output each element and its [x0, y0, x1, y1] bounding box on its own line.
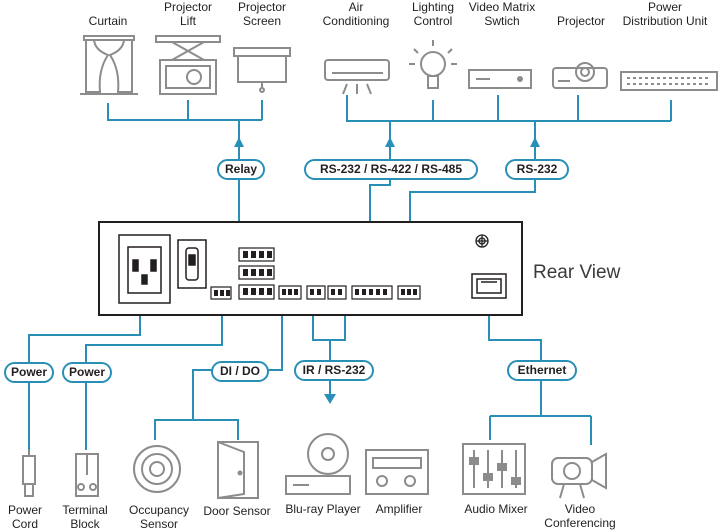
- terminal-block-icon: [75, 453, 99, 497]
- light-bulb-icon: [409, 40, 457, 89]
- label-projector-lift: Projector Lift: [163, 0, 213, 28]
- serial-multi-arrow-up-icon: [385, 137, 395, 147]
- arrow-heads: [234, 137, 540, 404]
- relay-arrow-up-icon: [234, 137, 244, 147]
- amplifier-icon: [365, 449, 429, 495]
- label-bluray-player: Blu-ray Player: [285, 502, 361, 516]
- projector-screen-icon: [233, 47, 291, 93]
- label-audio-mixer: Audio Mixer: [464, 502, 528, 516]
- video-matrix-icon: [468, 69, 532, 89]
- projector-lift-icon: [155, 35, 221, 95]
- power-cord-icon: [22, 450, 36, 497]
- port-rs232: RS-232: [505, 159, 569, 180]
- port-ir-rs232: IR / RS-232: [294, 360, 374, 381]
- label-air-conditioning: Air Conditioning: [322, 0, 390, 28]
- label-video-conferencing: Video Conferencing: [544, 502, 616, 530]
- projector-icon: [552, 62, 608, 89]
- audio-mixer-icon: [462, 443, 526, 495]
- label-video-matrix: Video Matrix Swtich: [468, 0, 536, 28]
- curtain-icon: [80, 35, 138, 95]
- power-strip-icon: [620, 71, 718, 91]
- port-power-cord: Power: [4, 362, 54, 383]
- power-switch-icon: [177, 239, 207, 289]
- label-curtain: Curtain: [88, 14, 128, 28]
- air-conditioner-icon: [324, 59, 390, 95]
- ir-arrow-down-icon: [324, 394, 336, 404]
- port-ethernet: Ethernet: [507, 360, 577, 381]
- bluray-player-icon: [285, 433, 351, 495]
- power-inlet-icon: [118, 234, 171, 304]
- device-rear-panel: [98, 221, 523, 316]
- door-icon: [217, 441, 259, 499]
- label-pdu: Power Distribution Unit: [622, 0, 708, 28]
- ground-screw-icon: [475, 234, 489, 248]
- label-occupancy-sensor: Occupancy Sensor: [128, 503, 190, 531]
- occupancy-sensor-icon: [133, 445, 181, 493]
- label-projector: Projector: [556, 14, 606, 28]
- label-door-sensor: Door Sensor: [203, 504, 271, 518]
- label-lighting-control: Lighting Control: [411, 0, 455, 28]
- video-conference-camera-icon: [551, 452, 607, 499]
- label-power-cord: Power Cord: [7, 503, 42, 531]
- port-di-do: DI / DO: [211, 361, 269, 382]
- label-amplifier: Amplifier: [375, 502, 423, 516]
- label-terminal-block: Terminal Block: [62, 503, 108, 531]
- label-projector-screen: Projector Screen: [237, 0, 287, 28]
- terminal-pins: [214, 251, 417, 296]
- rear-view-label: Rear View: [533, 262, 621, 283]
- serial-arrow-up-icon: [530, 137, 540, 147]
- port-power-terminal: Power: [62, 362, 112, 383]
- port-relay: Relay: [217, 159, 265, 180]
- ethernet-port-icon: [471, 273, 507, 299]
- port-rs232-rs422-rs485: RS-232 / RS-422 / RS-485: [304, 159, 478, 180]
